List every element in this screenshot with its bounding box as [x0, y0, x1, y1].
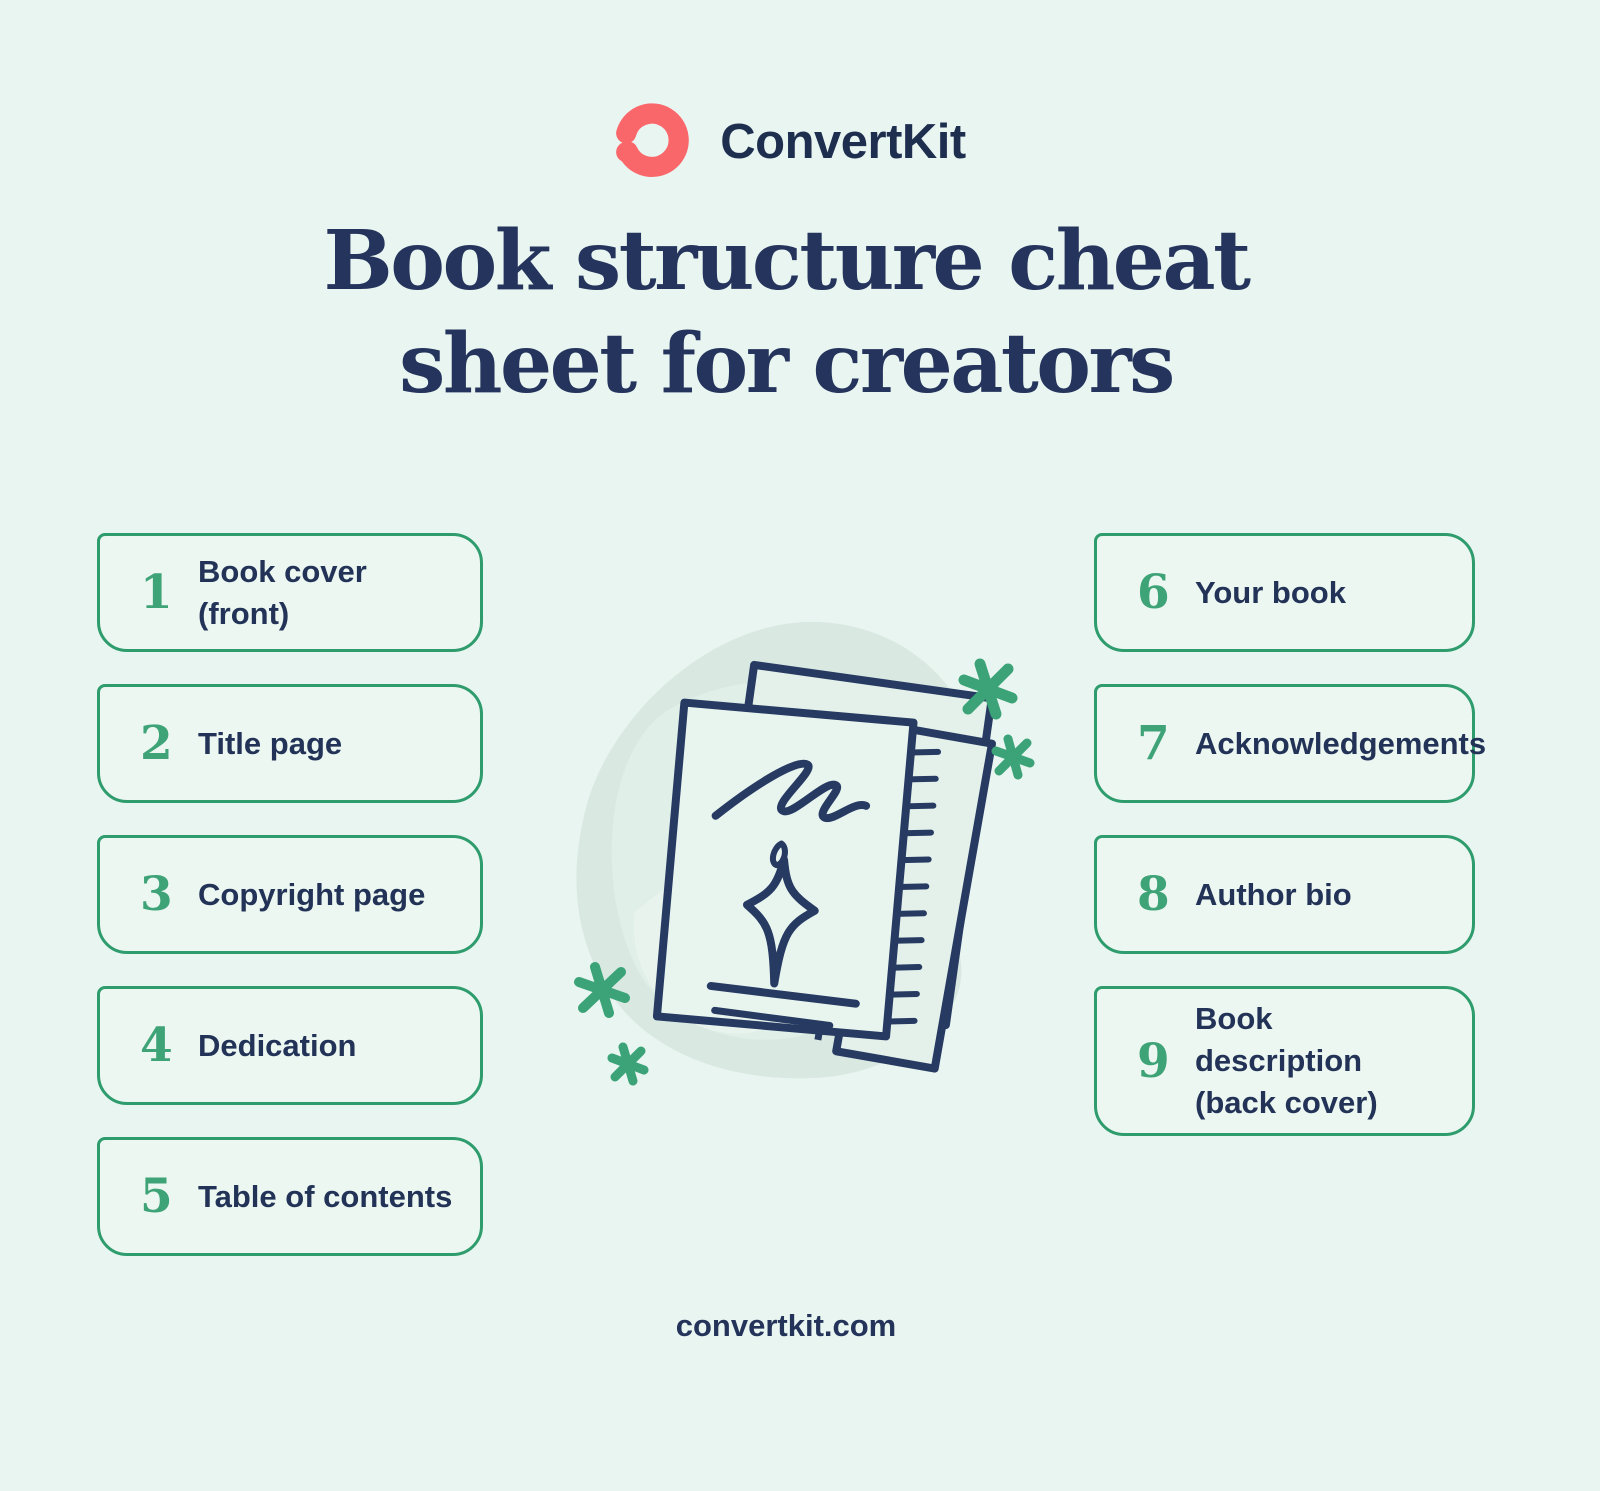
teardrop-icon: [769, 840, 788, 869]
item-label: Book description (back cover): [1195, 1001, 1378, 1120]
front-sheet: [652, 698, 942, 1041]
text-lines: [706, 981, 860, 1029]
item-label: Dedication: [198, 1027, 357, 1063]
list-item-title-page: 2 Title page: [97, 684, 483, 803]
list-item-book-cover: 1 Book cover (front): [97, 533, 483, 652]
list-item-dedication: 4 Dedication: [97, 986, 483, 1105]
item-number: 5: [140, 1169, 173, 1224]
item-label: Acknowledgements: [1195, 725, 1487, 761]
item-label: Your book: [1195, 574, 1346, 610]
sparkle-diamond-icon: [742, 855, 819, 988]
item-number: 1: [140, 565, 173, 620]
page-title-line1: Book structure cheat: [323, 213, 1252, 309]
binding-ticks: [884, 748, 942, 1025]
item-number: 9: [1137, 1033, 1170, 1089]
item-number: 3: [140, 867, 173, 922]
item-number: 4: [140, 1018, 173, 1073]
brand-wordmark: ConvertKit: [720, 115, 966, 169]
star-icon: [607, 1042, 649, 1086]
star-icon: [958, 658, 1018, 720]
list-item-author-bio: 8 Author bio: [1094, 835, 1475, 954]
sparkle-asterisk-icons: [574, 658, 1035, 1086]
item-number: 7: [1137, 716, 1170, 771]
page-title: Book structure cheat sheet for creators: [0, 210, 1572, 415]
list-item-copyright-page: 3 Copyright page: [97, 835, 483, 954]
item-label: Copyright page: [198, 876, 426, 912]
list-item-book-description: 9 Book description (back cover): [1094, 986, 1475, 1136]
list-item-table-of-contents: 5 Table of contents: [97, 1137, 483, 1256]
item-number: 6: [1137, 565, 1170, 620]
item-label: Table of contents: [198, 1178, 453, 1214]
list-item-your-book: 6 Your book: [1094, 533, 1475, 652]
page-title-line2: sheet for creators: [399, 315, 1175, 412]
item-label: Book cover (front): [198, 553, 367, 631]
footer-url: convertkit.com: [675, 1308, 897, 1343]
item-label: Author bio: [1195, 876, 1352, 912]
item-label: Title page: [198, 725, 343, 761]
convertkit-swirl-icon: [616, 103, 690, 178]
item-number: 2: [140, 716, 173, 771]
star-icon: [991, 734, 1035, 780]
brand-logo: ConvertKit: [0, 96, 1572, 188]
star-icon: [574, 962, 630, 1018]
list-item-acknowledgements: 7 Acknowledgements: [1094, 684, 1486, 803]
paper-stack-illustration: [574, 621, 1035, 1086]
item-number: 8: [1137, 867, 1170, 922]
scribble-text-icon: [711, 759, 871, 823]
